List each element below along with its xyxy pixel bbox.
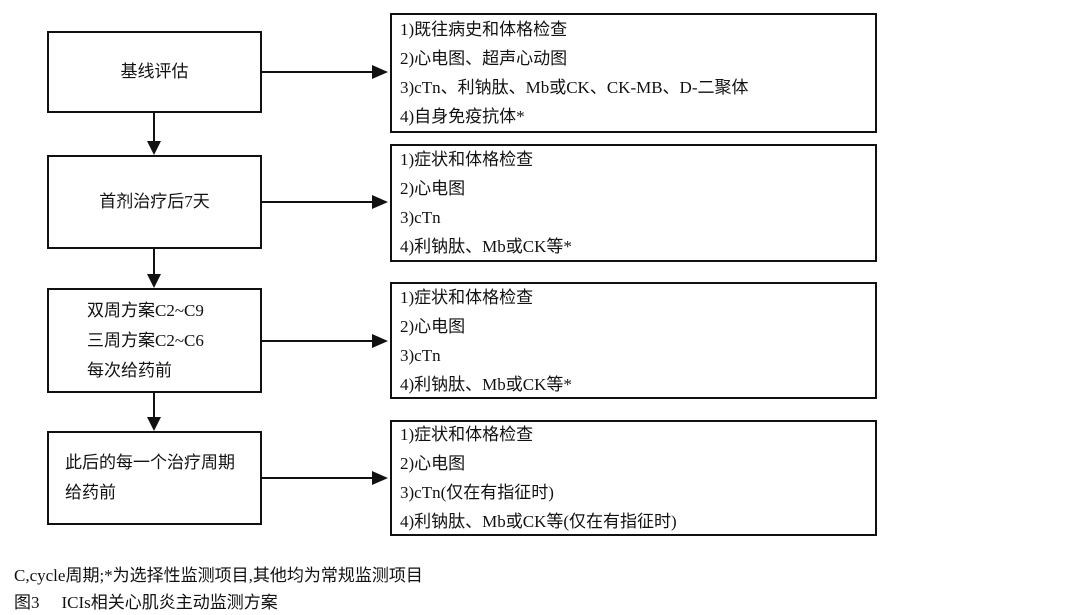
stage-box-first-dose: 首剂治疗后7天 (47, 155, 262, 249)
stage-label: 基线评估 (120, 62, 189, 81)
arrow-down-icon-3 (147, 417, 161, 431)
arrow-down-icon-2 (147, 274, 161, 288)
arrow-down-line-3 (153, 393, 155, 417)
detail-item: 3)cTn(仅在有指征时) (400, 483, 554, 502)
stage-label: 三周方案C2~C6 (87, 330, 204, 350)
detail-item: 2)心电图 (400, 316, 466, 336)
stage-label: 首剂治疗后7天 (99, 192, 210, 211)
detail-item: 2)心电图 (400, 454, 466, 473)
detail-item: 1)既往病史和体格检查 (400, 20, 568, 39)
detail-item: 4)利钠肽、Mb或CK等(仅在有指征时) (400, 512, 677, 531)
detail-item: 1)症状和体格检查 (400, 425, 534, 444)
arrow-down-line-2 (153, 249, 155, 274)
figure-caption-title: ICIs相关心肌炎主动监测方案 (61, 593, 278, 612)
stage-label: 此后的每一个治疗周期 (65, 453, 235, 472)
arrow-right-icon-4 (372, 471, 388, 485)
stage-box-cycle-schedule: 双周方案C2~C9 三周方案C2~C6 每次给药前 (47, 288, 262, 393)
detail-item: 3)cTn、利钠肽、Mb或CK、CK-MB、D-二聚体 (400, 78, 749, 97)
detail-item: 3)cTn (400, 208, 441, 227)
detail-item: 4)利钠肽、Mb或CK等* (400, 237, 572, 256)
detail-box-baseline: 1)既往病史和体格检查 2)心电图、超声心动图 3)cTn、利钠肽、Mb或CK、… (390, 13, 877, 133)
arrow-right-icon-1 (372, 65, 388, 79)
detail-box-first-dose: 1)症状和体格检查 2)心电图 3)cTn 4)利钠肽、Mb或CK等* (390, 144, 877, 262)
stage-label: 每次给药前 (87, 360, 172, 380)
figure-footnote: C,cycle周期;*为选择性监测项目,其他均为常规监测项目 (14, 566, 423, 585)
arrow-down-icon-1 (147, 141, 161, 155)
arrow-down-line-1 (153, 113, 155, 141)
detail-item: 3)cTn (400, 345, 441, 365)
detail-item: 4)利钠肽、Mb或CK等* (400, 374, 572, 394)
stage-box-subsequent-cycles: 此后的每一个治疗周期 给药前 (47, 431, 262, 525)
stage-label: 双周方案C2~C9 (87, 300, 204, 320)
stage-box-baseline: 基线评估 (47, 31, 262, 113)
arrow-right-icon-2 (372, 195, 388, 209)
detail-box-cycle-schedule: 1)症状和体格检查 2)心电图 3)cTn 4)利钠肽、Mb或CK等* (390, 282, 877, 399)
stage-label: 给药前 (65, 483, 116, 502)
figure-caption-label: 图3 (14, 593, 40, 612)
arrow-right-line-3 (262, 340, 374, 342)
arrow-right-line-2 (262, 201, 374, 203)
detail-box-subsequent-cycles: 1)症状和体格检查 2)心电图 3)cTn(仅在有指征时) 4)利钠肽、Mb或C… (390, 420, 877, 536)
detail-item: 1)症状和体格检查 (400, 150, 534, 169)
arrow-right-icon-3 (372, 334, 388, 348)
detail-item: 1)症状和体格检查 (400, 287, 534, 307)
arrow-right-line-1 (262, 71, 374, 73)
detail-item: 2)心电图 (400, 179, 466, 198)
arrow-right-line-4 (262, 477, 374, 479)
detail-item: 4)自身免疫抗体* (400, 107, 525, 126)
detail-item: 2)心电图、超声心动图 (400, 49, 568, 68)
figure-caption: 图3 ICIs相关心肌炎主动监测方案 (14, 588, 278, 613)
